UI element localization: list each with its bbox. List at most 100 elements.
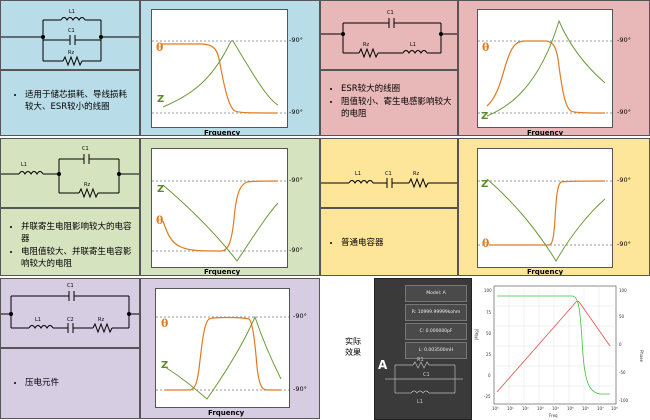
s4-label-a: L1 [355, 171, 361, 177]
real-ytick-left-5: -25 [484, 394, 491, 399]
s2-circuit-diagram: C1 Rz L1 [321, 10, 457, 59]
s1-description: 适用于储芯损耗、导线损耗较大、ESR较小的线圈 [11, 89, 133, 114]
s2-impedance-curve [486, 19, 606, 117]
real-xtick-2: 10² [522, 406, 529, 411]
s2-x-label: Frquency [527, 129, 564, 136]
s4-z-label: Z [481, 179, 489, 190]
model-button[interactable]: Model: A [405, 285, 467, 302]
simulator-schematic: R1 C1 L1 [385, 357, 463, 405]
s1-bottom-level: -90° [289, 108, 303, 116]
s3-desc-item-1: 并联寄生电阻影响较大的电容器 [21, 221, 137, 245]
s1-plot [152, 40, 287, 114]
s5-plot [156, 315, 289, 400]
real-xtick-4: 10⁴ [552, 406, 559, 411]
s1-x-label: Frquency [204, 129, 241, 136]
real-plot-ylabel-right: Phase [639, 350, 644, 362]
real-plot-panel: 100 75 50 25 0 -25 100 50 0 -50 -100 10⁰… [472, 280, 650, 419]
s4-label-b: C1 [385, 171, 392, 177]
s3-x-label: Frquency [204, 268, 241, 276]
s2-z-label: Z [481, 111, 489, 122]
real-plot: 100 75 50 25 0 -25 100 50 0 -50 -100 10⁰… [474, 285, 644, 418]
s3-phase-curve [162, 180, 279, 252]
s1-label-b: C1 [68, 28, 75, 34]
s4-circuit-panel: L1 C1 Rz [320, 138, 458, 208]
s2-label-a: C1 [387, 10, 394, 16]
s5-description: 压电元件 [11, 377, 135, 390]
s5-z-label: Z [161, 360, 169, 371]
real-magnitude-curve [496, 300, 611, 393]
s1-impedance-curve [162, 40, 279, 108]
s2-plot-panel: θ Z -90° -90° Frquency [458, 0, 650, 136]
s1-label-a: L1 [69, 9, 75, 15]
s3-circuit-diagram: L1 C1 Rz [1, 146, 139, 199]
s5-circuit-panel: C1 L1 C2 Rz [0, 278, 140, 348]
s4-desc-item: 普通电容器 [341, 237, 455, 249]
s5-label-d: Rz [98, 317, 104, 323]
s1-phase-curve [162, 43, 278, 114]
s4-phase-curve [489, 180, 606, 246]
s4-plot [478, 178, 612, 262]
s2-theta-label: θ [482, 41, 490, 54]
sim-r-label: R1 [417, 357, 424, 363]
s1-plot-area [151, 9, 288, 128]
r-value-field[interactable]: R: 10999.99999kohm [405, 304, 467, 321]
s4-plot-panel: Z θ -90° -90° Frquency [458, 138, 650, 276]
s1-description-panel: 适用于储芯损耗、导线损耗较大、ESR较小的线圈 [0, 70, 140, 136]
real-ytick-left-0: 100 [484, 288, 492, 293]
s3-plot-area [151, 148, 288, 268]
real-ytick-right-0: 100 [619, 288, 627, 293]
s3-label-a: L1 [21, 162, 27, 168]
s4-description-panel: 普通电容器 [320, 208, 458, 276]
s4-top-level: -90° [617, 176, 631, 184]
s4-circuit-diagram: L1 C1 Rz [321, 171, 457, 189]
s2-description: ESR较大的线圈 阻值较小、寄生电感影响较大的电阻 [327, 83, 455, 121]
s2-top-level: -90° [617, 36, 631, 44]
s5-label-b: L1 [35, 317, 41, 323]
c-value-field[interactable]: C: 0.000000pF [405, 323, 467, 340]
sim-c-label: C1 [423, 372, 430, 378]
s3-circuit-panel: L1 C1 Rz [0, 138, 140, 208]
s5-bottom-level: -90° [293, 385, 307, 393]
s1-circuit-diagram: L1 C1 Rz [1, 9, 139, 67]
real-plot-xlabel: Freq [549, 413, 558, 418]
s1-label-c: Rz [68, 50, 74, 56]
real-xtick-6: 10⁶ [582, 406, 589, 411]
real-xtick-3: 10³ [537, 406, 544, 411]
real-ytick-left-3: 25 [486, 352, 492, 357]
s5-circuit-diagram: C1 L1 C2 Rz [1, 283, 139, 334]
s2-label-c: L1 [410, 42, 416, 48]
real-effect-label: 实际 效果 [338, 336, 368, 358]
s3-description: 并联寄生电阻影响较大的电容器 电阻值较大、并联寄生电容影响较大的电阻 [7, 221, 137, 271]
sim-l-label: L1 [417, 399, 423, 405]
simulator-panel: Model: A R: 10999.99999kohm C: 0.000000p… [374, 278, 472, 420]
s2-phase-curve [486, 40, 606, 114]
real-ytick-left-2: 50 [486, 331, 492, 336]
s4-x-label: Frquency [527, 268, 564, 276]
real-ytick-left-1: 75 [486, 310, 492, 315]
real-xtick-8: 10⁸ [611, 406, 618, 411]
s3-z-label: Z [157, 184, 165, 195]
s3-impedance-curve [162, 184, 279, 262]
s4-label-c: Rz [413, 171, 419, 177]
s5-phase-curve [165, 316, 281, 391]
s5-description-panel: 压电元件 [0, 348, 140, 419]
s1-plot-panel: θ Z -90° -90° Frquency [140, 0, 320, 136]
s1-desc-item: 适用于储芯损耗、导线损耗较大、ESR较小的线圈 [25, 89, 133, 113]
s1-theta-label: θ [156, 41, 164, 54]
real-ytick-right-1: 50 [619, 314, 625, 319]
s5-top-level: -90° [293, 312, 307, 320]
s5-label-c: C2 [67, 317, 74, 323]
real-plot-ylabel-left: |Mag| [474, 329, 479, 340]
real-xtick-1: 10¹ [507, 406, 514, 411]
l-value-field[interactable]: L: 0.003500mH [405, 342, 467, 359]
s4-description: 普通电容器 [327, 237, 455, 250]
s1-circuit-panel: L1 C1 Rz [0, 0, 140, 70]
s3-theta-label: θ [156, 214, 164, 227]
s4-theta-label: θ [482, 237, 490, 250]
s2-label-b: Rz [363, 42, 369, 48]
real-ytick-right-2: 0 [619, 342, 622, 347]
s5-plot-panel: θ Z -90° -90° Frquency [140, 278, 320, 419]
s5-x-label: Frquency [208, 409, 245, 417]
s3-plot-panel: Z θ -90° -90° Frquency [140, 138, 320, 276]
s5-theta-label: θ [161, 317, 169, 330]
